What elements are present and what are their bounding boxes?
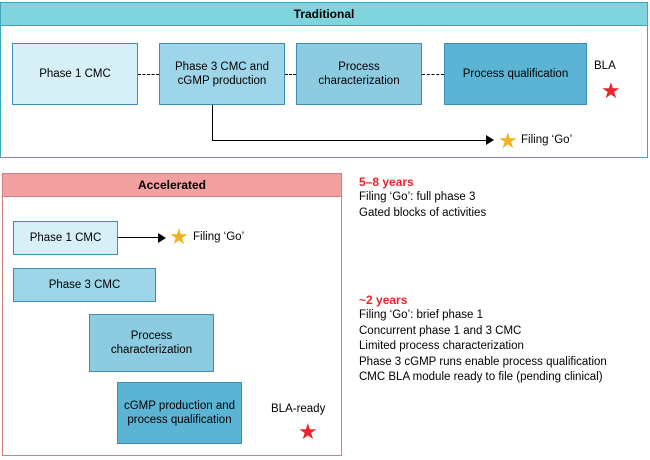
accelerated-box-cgmp-production-process-qualification: cGMP production and process qualificatio… <box>117 382 242 444</box>
traditional-notes-title: 5–8 years <box>359 175 414 189</box>
traditional-panel-header: Traditional <box>1 3 647 26</box>
traditional-box-process-qualification: Process qualification <box>444 43 587 105</box>
accelerated-box-phase-3-cmc: Phase 3 CMC <box>13 268 156 302</box>
elbow-connector-vertical <box>212 105 213 141</box>
arrowhead-icon <box>486 135 494 145</box>
red-star-icon: ★ <box>298 419 318 444</box>
dashed-connector-3 <box>422 74 444 75</box>
accelerated-note-line: Concurrent phase 1 and 3 CMC <box>359 324 522 337</box>
elbow-connector-horizontal <box>212 140 488 141</box>
traditional-box-phase-3-cmc-cgmp: Phase 3 CMC and cGMP production <box>159 43 285 105</box>
accelerated-bla-ready-label: BLA-ready <box>271 403 326 415</box>
traditional-notes: 5–8 years Filing ‘Go’: full phase 3 Gate… <box>359 175 649 221</box>
accelerated-note-line: Limited process characterization <box>359 340 524 353</box>
accelerated-box-phase-1-cmc: Phase 1 CMC <box>13 221 118 255</box>
red-star-icon: ★ <box>601 78 621 103</box>
gold-star-icon: ★ <box>498 128 518 153</box>
accelerated-notes: ~2 years Filing ‘Go’: brief phase 1 Conc… <box>359 293 650 386</box>
traditional-panel: Traditional Phase 1 CMC Phase 3 CMC and … <box>0 2 648 158</box>
accelerated-arrow-line <box>118 237 160 238</box>
traditional-filing-go-label: Filing ‘Go’ <box>521 134 573 146</box>
traditional-bla-label: BLA <box>594 60 616 72</box>
accelerated-panel: Accelerated Phase 1 CMC Phase 3 CMC Proc… <box>2 173 342 456</box>
accelerated-filing-go-label: Filing ‘Go’ <box>193 231 245 243</box>
accelerated-note-line: Filing ‘Go’: brief phase 1 <box>359 309 484 321</box>
accelerated-panel-header: Accelerated <box>3 174 341 197</box>
accelerated-note-line: CMC BLA module ready to file (pending cl… <box>359 371 603 384</box>
traditional-box-process-characterization: Process characterization <box>296 43 422 105</box>
arrowhead-icon <box>158 233 166 243</box>
accelerated-box-process-characterization: Process characterization <box>89 314 214 372</box>
dashed-connector-1 <box>138 74 159 75</box>
traditional-note-line: Gated blocks of activities <box>359 206 487 219</box>
traditional-box-phase-1-cmc: Phase 1 CMC <box>12 43 138 105</box>
gold-star-icon: ★ <box>169 224 189 249</box>
dashed-connector-2 <box>285 74 296 75</box>
accelerated-notes-title: ~2 years <box>359 293 408 307</box>
accelerated-note-line: Phase 3 cGMP runs enable process qualifi… <box>359 355 607 368</box>
traditional-note-line: Filing ‘Go’: full phase 3 <box>359 191 476 203</box>
